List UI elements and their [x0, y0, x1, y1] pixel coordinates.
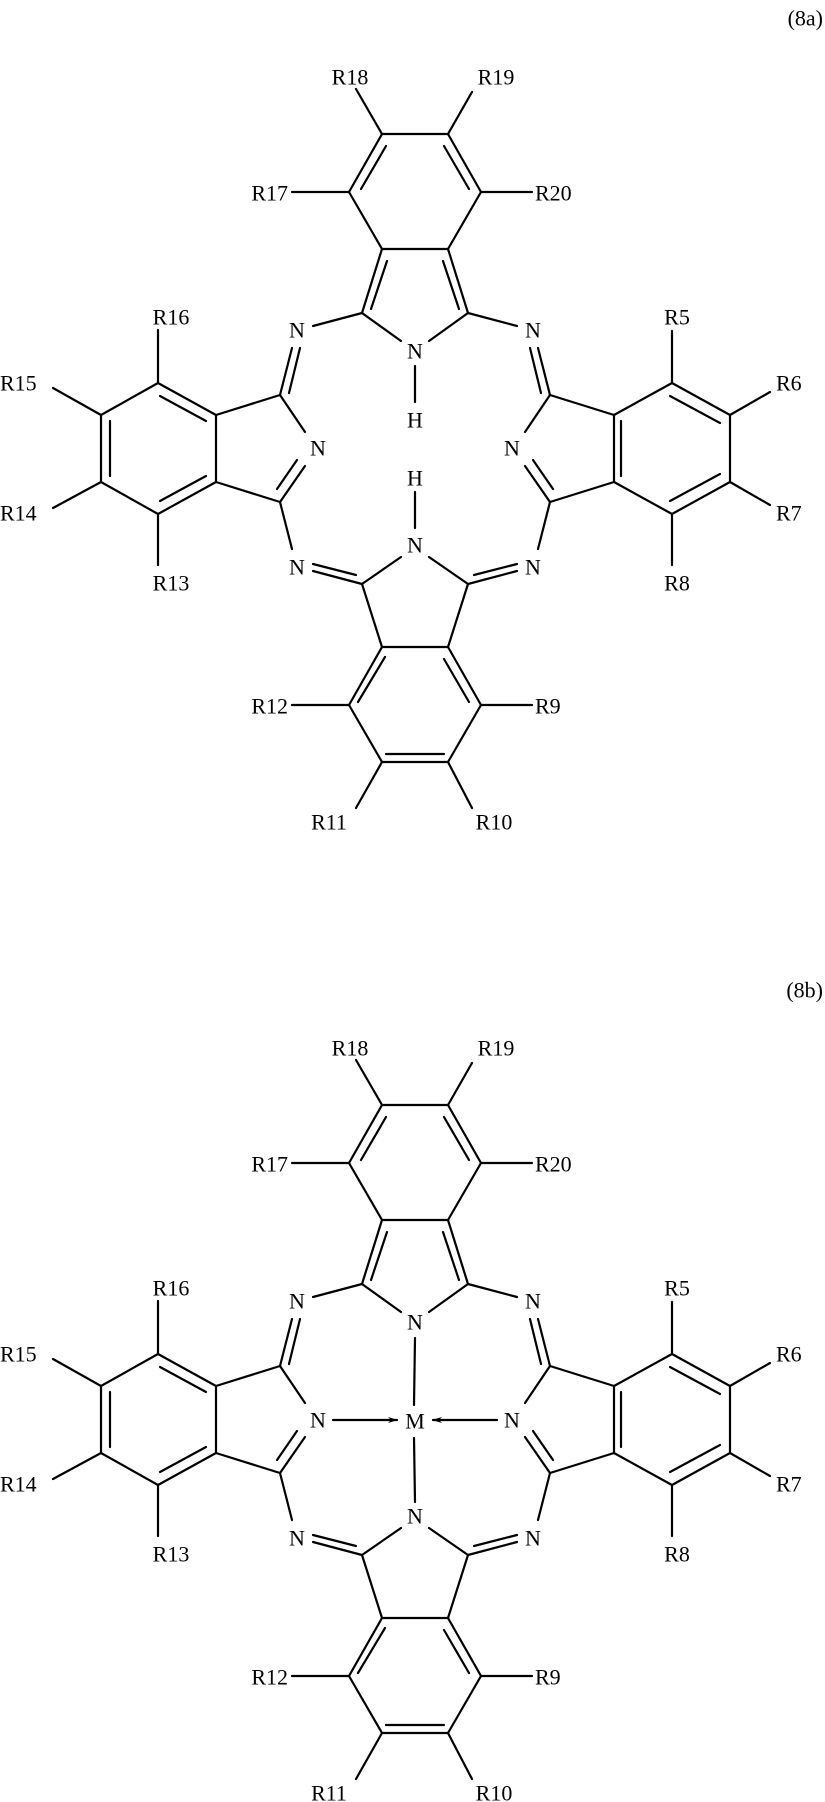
meso-nitrogen-lower-left: N — [289, 1526, 305, 1551]
pyrrole-nitrogen-top: N — [407, 1310, 423, 1335]
substituent-r15: R15 — [0, 1342, 37, 1367]
substituent-r18: R18 — [332, 65, 369, 90]
meso-nitrogen-lower-left: N — [289, 555, 305, 580]
pyrrole-nitrogen-left: N — [310, 1408, 326, 1433]
top-isoindole: R18 R19 R17 R20 — [251, 1036, 572, 1314]
meso-nitrogen-lower-right: N — [525, 1526, 541, 1551]
substituent-r8: R8 — [664, 1542, 690, 1567]
substituent-r14: R14 — [0, 501, 37, 526]
substituent-r19: R19 — [478, 1036, 515, 1061]
substituent-r9: R9 — [535, 694, 561, 719]
structure-8b: (8b) R18 — [0, 978, 823, 1802]
substituent-r19: R19 — [478, 65, 515, 90]
substituent-r11: R11 — [311, 810, 347, 835]
meso-nitrogen-upper-left: N — [289, 1289, 305, 1314]
substituent-r6: R6 — [776, 1342, 802, 1367]
substituent-r10: R10 — [476, 810, 513, 835]
substituent-r17: R17 — [251, 181, 288, 206]
pyrrole-nitrogen-bottom: N — [407, 533, 423, 558]
substituent-r8: R8 — [664, 571, 690, 596]
substituent-r18: R18 — [332, 1036, 369, 1061]
meso-nitrogen-lower-right: N — [525, 555, 541, 580]
metal-center: M — [405, 1409, 425, 1434]
hydrogen-upper: H — [407, 408, 423, 433]
figure-label-8a: (8a) — [788, 6, 823, 31]
substituent-r20: R20 — [535, 181, 572, 206]
substituent-r7: R7 — [776, 1472, 802, 1497]
pyrrole-nitrogen-right: N — [504, 1408, 520, 1433]
substituent-r5: R5 — [664, 305, 690, 330]
top-isoindole: R18 R19 R17 R20 — [251, 65, 572, 343]
substituent-r15: R15 — [0, 371, 37, 396]
substituent-r5: R5 — [664, 1276, 690, 1301]
right-isoindole: R5 R6 R7 R8 — [523, 305, 802, 596]
substituent-r16: R16 — [153, 1276, 190, 1301]
substituent-r6: R6 — [776, 371, 802, 396]
substituent-r20: R20 — [535, 1152, 572, 1177]
bottom-isoindole: R12 R9 R11 R10 — [251, 1526, 561, 1802]
meso-nitrogen-upper-right: N — [525, 1289, 541, 1314]
meso-nitrogen-upper-right: N — [525, 318, 541, 343]
substituent-r12: R12 — [251, 694, 288, 719]
substituent-r12: R12 — [251, 1665, 288, 1690]
pyrrole-nitrogen-left: N — [310, 436, 326, 461]
substituent-r10: R10 — [476, 1781, 513, 1802]
substituent-r14: R14 — [0, 1472, 37, 1497]
meso-nitrogen-upper-left: N — [289, 318, 305, 343]
substituent-r9: R9 — [535, 1665, 561, 1690]
right-isoindole: R5 R6 R7 R8 — [523, 1276, 802, 1567]
structure-8a: (8a) R18 R19 R17 R — [0, 6, 823, 835]
left-isoindole: R16 R15 R14 R13 — [0, 1276, 307, 1567]
substituent-r7: R7 — [776, 501, 802, 526]
figure-label-8b: (8b) — [786, 978, 823, 1003]
substituent-r11: R11 — [311, 1781, 347, 1802]
left-isoindole: R16 R15 R14 R13 — [0, 305, 307, 596]
substituent-r17: R17 — [251, 1152, 288, 1177]
pyrrole-nitrogen-right: N — [504, 436, 520, 461]
substituent-r13: R13 — [153, 1542, 190, 1567]
substituent-r16: R16 — [153, 305, 190, 330]
substituent-r13: R13 — [153, 571, 190, 596]
pyrrole-nitrogen-top: N — [407, 339, 423, 364]
pyrrole-nitrogen-bottom: N — [407, 1504, 423, 1529]
bottom-isoindole: R12 R9 R11 R10 — [251, 555, 561, 835]
hydrogen-lower: H — [407, 466, 423, 491]
